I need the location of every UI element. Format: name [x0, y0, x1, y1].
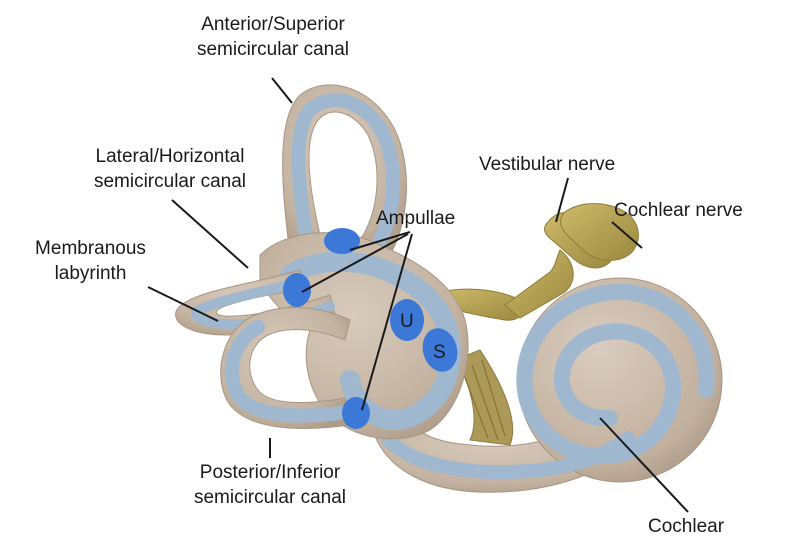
label-anterior-superior: Anterior/Superior semicircular canal	[168, 12, 378, 62]
label-membranous-line1: Membranous	[8, 236, 173, 261]
label-lateral-horizontal: Lateral/Horizontal semicircular canal	[60, 144, 280, 194]
label-anterior-line1: Anterior/Superior	[168, 12, 378, 37]
vestibular-system: U S	[176, 85, 469, 439]
label-cochlear: Cochlear	[648, 514, 724, 539]
label-cochlear-nerve: Cochlear nerve	[614, 198, 743, 223]
label-lateral-line1: Lateral/Horizontal	[60, 144, 280, 169]
label-membranous-labyrinth: Membranous labyrinth	[8, 236, 173, 286]
label-anterior-line2: semicircular canal	[168, 37, 378, 62]
label-membranous-line2: labyrinth	[8, 261, 173, 286]
label-posterior-line2: semicircular canal	[160, 485, 380, 510]
saccule-mark: S	[433, 342, 446, 363]
ampulla-posterior	[342, 397, 370, 429]
utricle-mark: U	[400, 311, 414, 332]
label-ampullae: Ampullae	[376, 206, 455, 231]
label-posterior-line1: Posterior/Inferior	[160, 460, 380, 485]
leader-anterior	[272, 78, 292, 103]
leader-lateral	[172, 200, 248, 268]
label-posterior-inferior: Posterior/Inferior semicircular canal	[160, 460, 380, 510]
ampulla-anterior	[324, 228, 360, 254]
label-vestibular-nerve: Vestibular nerve	[479, 152, 615, 177]
label-lateral-line2: semicircular canal	[60, 169, 280, 194]
